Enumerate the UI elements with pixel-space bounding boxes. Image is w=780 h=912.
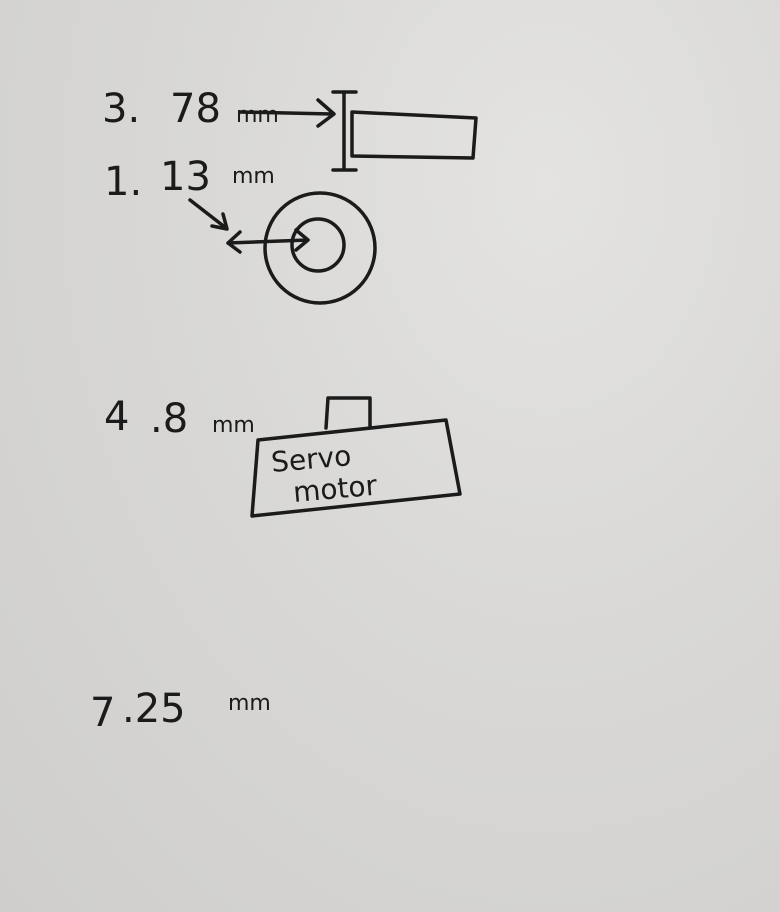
dim1-value-decimals: 78 (170, 86, 221, 132)
dim3-unit: mm (212, 413, 255, 438)
dim4-value-decimals: .25 (122, 686, 186, 732)
dimension-7-25mm: 7 .25 mm (90, 686, 271, 736)
pointer-arrow-icon (188, 198, 229, 231)
dimension-1-13mm: 1. 13 mm (104, 154, 275, 205)
dim3-value-decimals: .8 (150, 396, 188, 442)
dimension-4-8mm: 4 .8 mm (104, 394, 255, 442)
servo-label-line1: Servo (270, 439, 353, 479)
dim3-value: 4 (104, 394, 129, 440)
rectangle-part (350, 110, 478, 160)
inner-circle (290, 217, 346, 273)
arrow-icon (238, 98, 336, 128)
dim2-unit: mm (232, 164, 275, 189)
servo-label-line2: motor (292, 469, 379, 509)
outer-circle (263, 191, 377, 305)
dim2-value-decimals: 13 (160, 154, 211, 200)
dim2-value: 1. (104, 159, 142, 205)
dim4-value: 7 (90, 690, 115, 736)
servo-body (250, 418, 462, 518)
double-arrow-icon (226, 228, 310, 254)
dim1-unit: mm (236, 103, 279, 128)
dimension-bracket (331, 90, 358, 172)
dimension-3-78mm: 3. 78 mm (102, 86, 279, 132)
dim4-unit: mm (228, 691, 271, 716)
dim1-value: 3. (102, 86, 140, 132)
servo-shaft (324, 396, 372, 430)
